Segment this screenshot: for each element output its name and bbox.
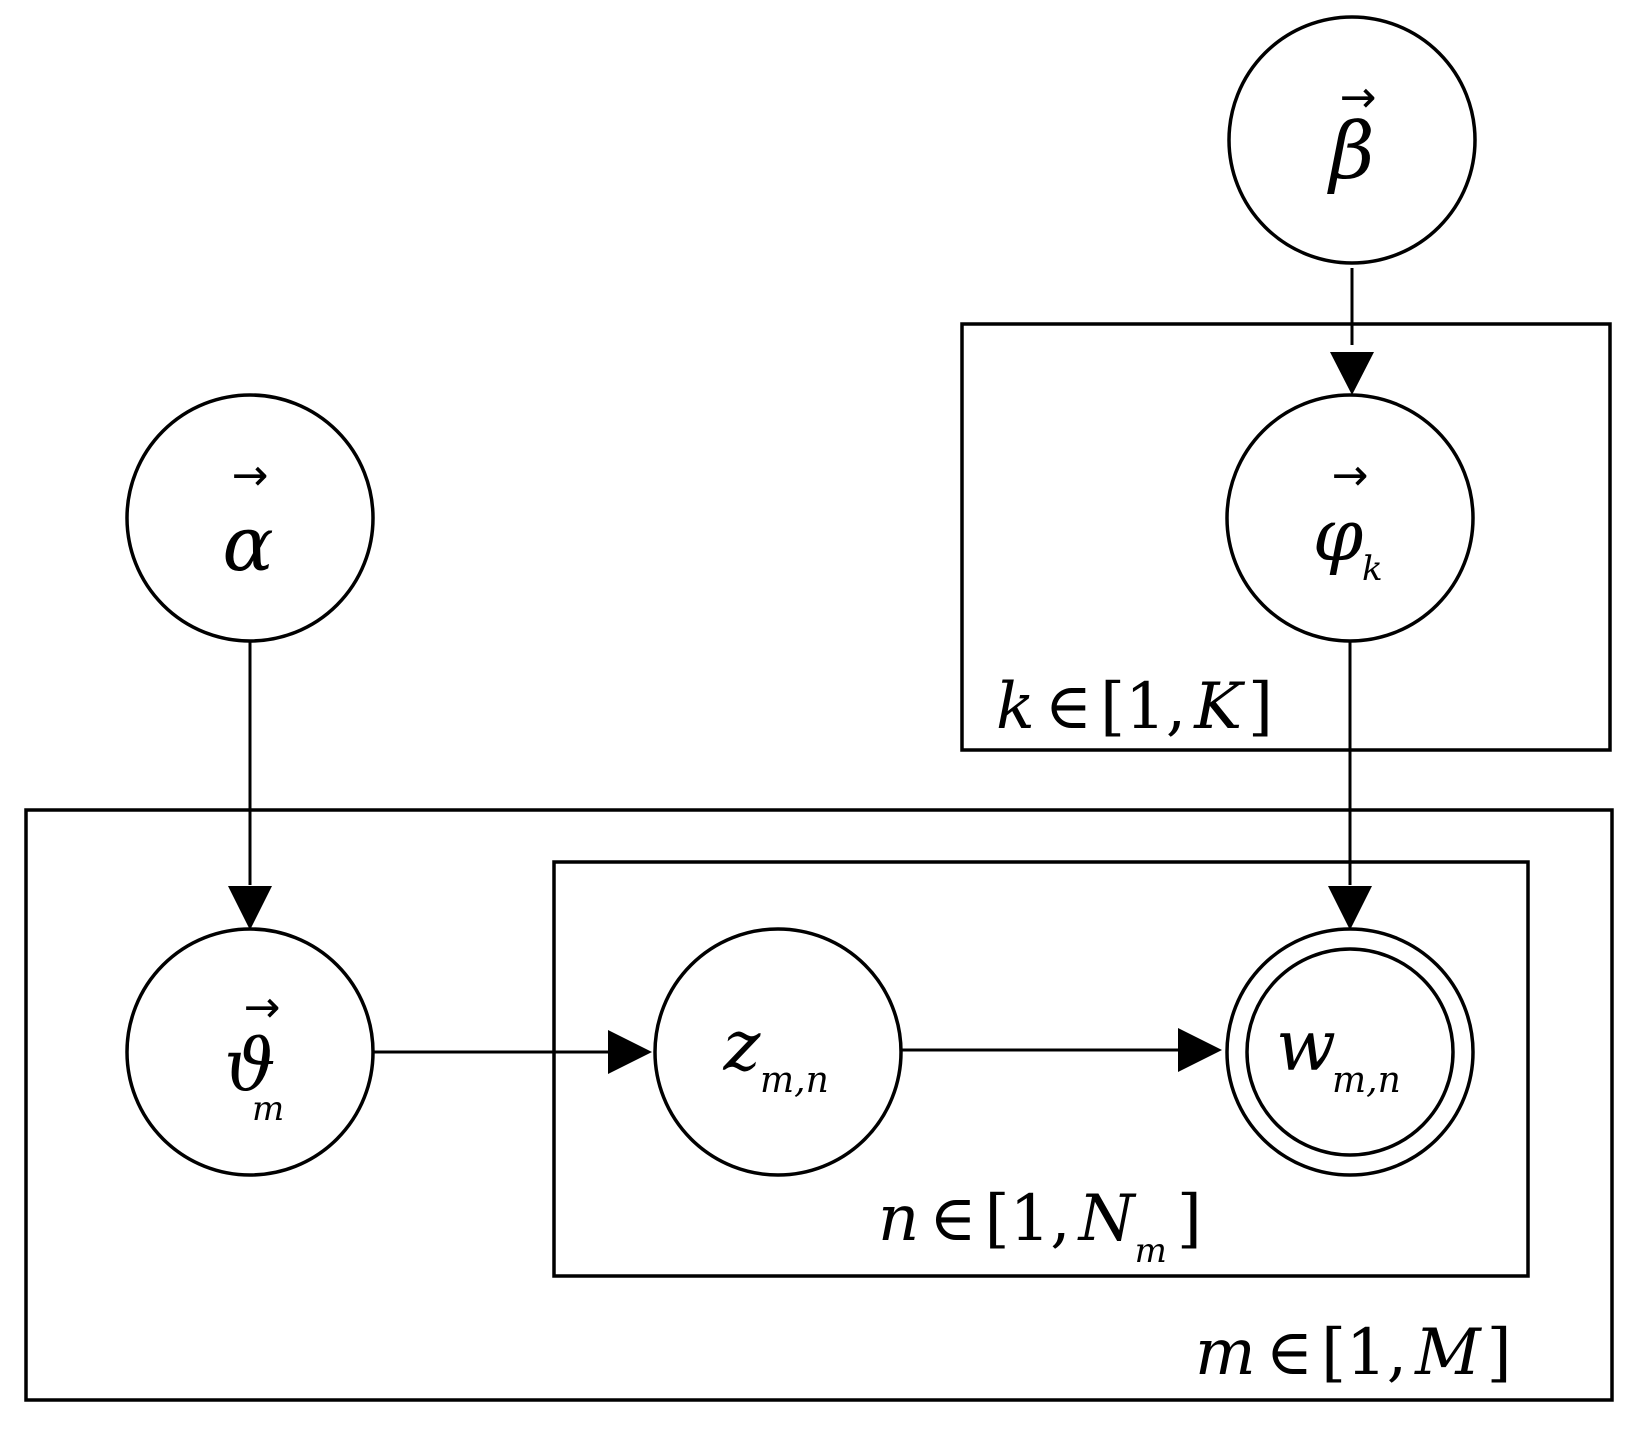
node-phi-symbol: φ: [1313, 493, 1364, 577]
vector-arrow-icon: →: [232, 450, 269, 501]
node-w-subscript: m,n: [1332, 1060, 1401, 1101]
node-z-symbol: z: [723, 1005, 762, 1087]
arrowhead-phi-w: [1328, 886, 1372, 930]
node-z: z m,n: [653, 927, 903, 1177]
vector-arrow-icon: →: [244, 982, 281, 1033]
arrowhead-theta-z: [608, 1030, 652, 1074]
node-theta: → ϑ m: [125, 927, 375, 1177]
node-beta-symbol: β: [1326, 107, 1374, 197]
vector-arrow-icon: →: [1340, 72, 1377, 123]
plate-k-label: k∈[1,K]: [996, 670, 1273, 744]
arrowhead-alpha-theta: [228, 886, 272, 930]
plate-m-label: m∈[1,M]: [1195, 1316, 1512, 1390]
node-w: w m,n: [1225, 927, 1475, 1177]
node-theta-symbol: ϑ: [224, 1023, 275, 1107]
plate-n: [552, 860, 1530, 1278]
node-alpha: → α: [125, 393, 375, 643]
plate-m: [24, 808, 1614, 1402]
node-phi: → φ k: [1225, 393, 1475, 643]
node-w-symbol: w: [1276, 1005, 1336, 1087]
node-beta: → β: [1227, 15, 1477, 265]
node-phi-subscript: k: [1362, 549, 1383, 589]
svg-text:m∈[1,M]: m∈[1,M]: [1195, 1316, 1512, 1390]
svg-text:n∈[1,Nm]: n∈[1,Nm]: [878, 1182, 1202, 1271]
svg-text:k∈[1,K]: k∈[1,K]: [996, 670, 1273, 744]
arrowhead-z-w: [1178, 1028, 1222, 1072]
node-theta-subscript: m: [252, 1089, 284, 1129]
node-z-subscript: m,n: [760, 1060, 829, 1101]
node-alpha-symbol: α: [222, 499, 273, 588]
arrowhead-beta-phi: [1330, 352, 1374, 395]
plate-n-label: n∈[1,Nm]: [878, 1182, 1202, 1271]
plate-k: [960, 322, 1612, 752]
vector-arrow-icon: →: [1332, 450, 1369, 501]
